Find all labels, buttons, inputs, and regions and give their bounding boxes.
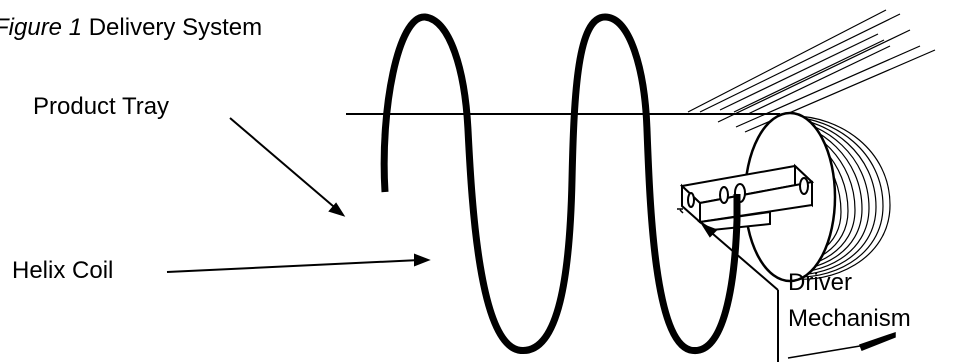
tray-bottom-edge [787, 331, 896, 359]
product-tray-arrow [229, 117, 341, 213]
pointer-arrows [166, 117, 779, 362]
driver-mechanism-pointer [705, 227, 779, 291]
figure-caption: Figure 1 Delivery System [0, 14, 262, 42]
product-tray-label: Product Tray [33, 93, 170, 120]
driver-bracket [677, 163, 815, 232]
mechanism-label: Mechanism [788, 305, 911, 332]
helix-coil-label: Helix Coil [12, 257, 114, 284]
figure-number: Figure 1 [0, 14, 83, 41]
helix-coil [380, 13, 741, 354]
figure-title: Delivery System [88, 14, 263, 41]
helix-coil-arrow [166, 259, 421, 273]
driver-label: Driver [788, 269, 852, 296]
